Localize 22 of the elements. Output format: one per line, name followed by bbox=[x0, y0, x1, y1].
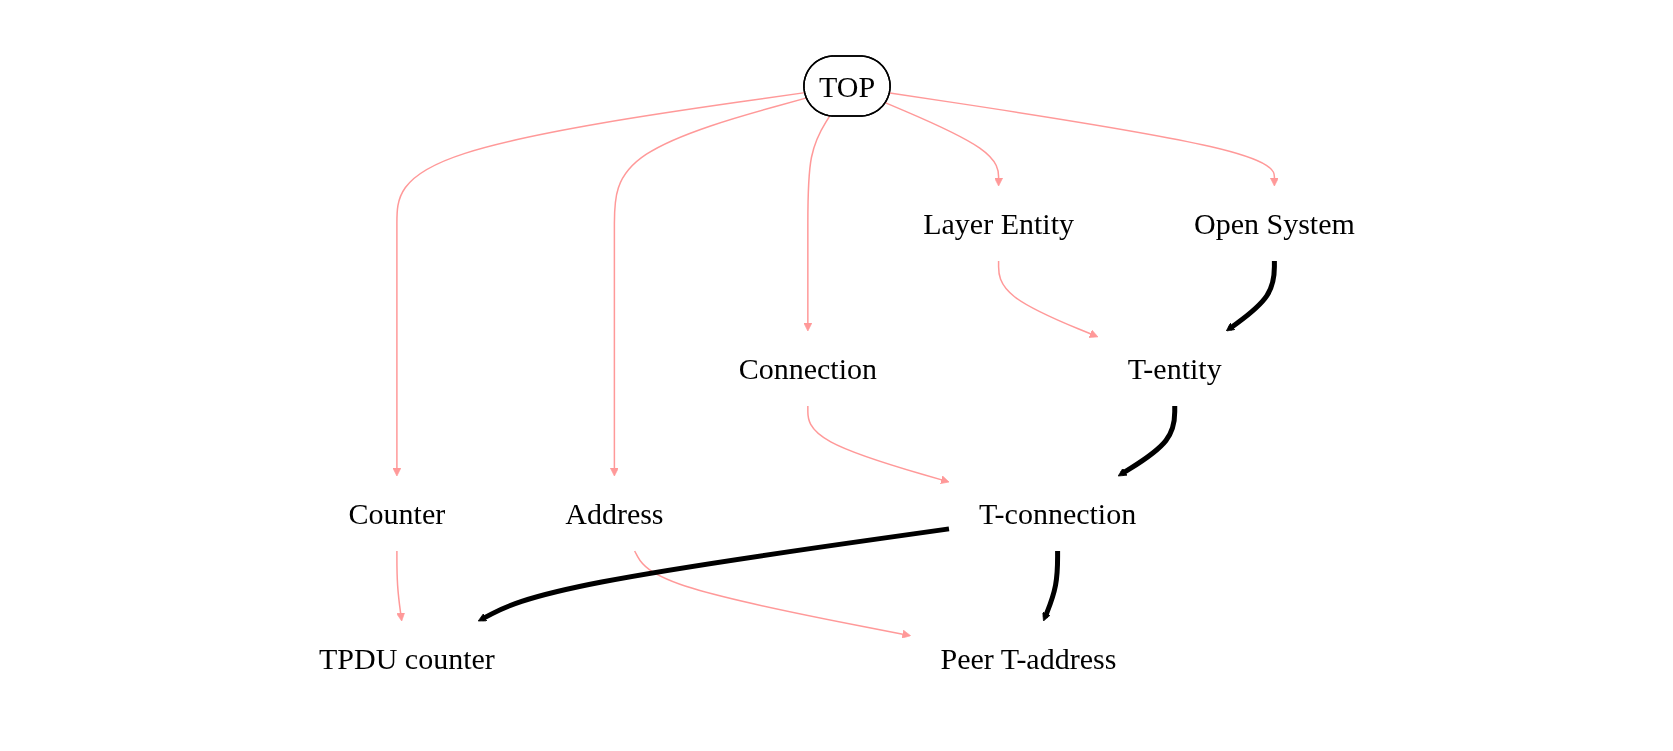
arrow bbox=[395, 549, 405, 621]
node-text: Counter bbox=[348, 496, 445, 530]
arrow bbox=[884, 101, 1003, 186]
arrow bbox=[477, 525, 949, 621]
arrow bbox=[997, 259, 1098, 338]
node-text: T-entity bbox=[1127, 351, 1222, 385]
node-text: Address bbox=[564, 496, 664, 530]
arrow bbox=[633, 549, 911, 638]
arrow bbox=[803, 114, 830, 331]
node-text: TPDU counter bbox=[318, 641, 495, 675]
arrow bbox=[806, 404, 949, 484]
node-text: Open System bbox=[1193, 206, 1355, 240]
node-text: Peer T-address bbox=[940, 641, 1116, 675]
arrow bbox=[1117, 405, 1177, 476]
node-text: Connection bbox=[738, 351, 877, 385]
arrow bbox=[1042, 550, 1060, 621]
arrow bbox=[392, 91, 806, 476]
arrow bbox=[888, 91, 1279, 186]
arrow bbox=[609, 96, 808, 476]
arrow bbox=[1225, 260, 1277, 331]
node-text: Layer Entity bbox=[922, 206, 1074, 240]
node-text: T-connection bbox=[978, 496, 1136, 530]
